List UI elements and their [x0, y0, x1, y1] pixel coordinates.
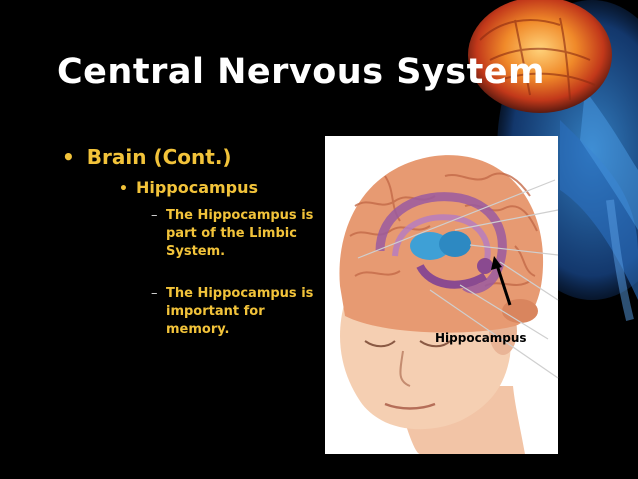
hippocampus-label: Hippocampus — [435, 331, 527, 345]
hippocampus-diagram — [325, 136, 558, 454]
bullet-icon: • — [119, 181, 128, 197]
bullet-level-2: • Hippocampus — [119, 178, 258, 197]
bullet-icon: • — [62, 145, 75, 169]
sub-point-text: The Hippocampus is part of the Limbic Sy… — [166, 208, 314, 259]
sub-point-text: The Hippocampus is important for memory. — [166, 286, 314, 337]
bullet-level-1: • Brain (Cont.) — [62, 145, 232, 169]
dash-icon: – — [151, 208, 158, 223]
sub-point: – The Hippocampus is part of the Limbic … — [151, 207, 316, 261]
bullet-level-1-text: Brain (Cont.) — [86, 145, 232, 169]
slide-title: Central Nervous System — [57, 52, 546, 92]
bullet-level-2-text: Hippocampus — [135, 178, 259, 197]
dash-icon: – — [151, 286, 158, 301]
sub-point: – The Hippocampus is important for memor… — [151, 285, 316, 339]
